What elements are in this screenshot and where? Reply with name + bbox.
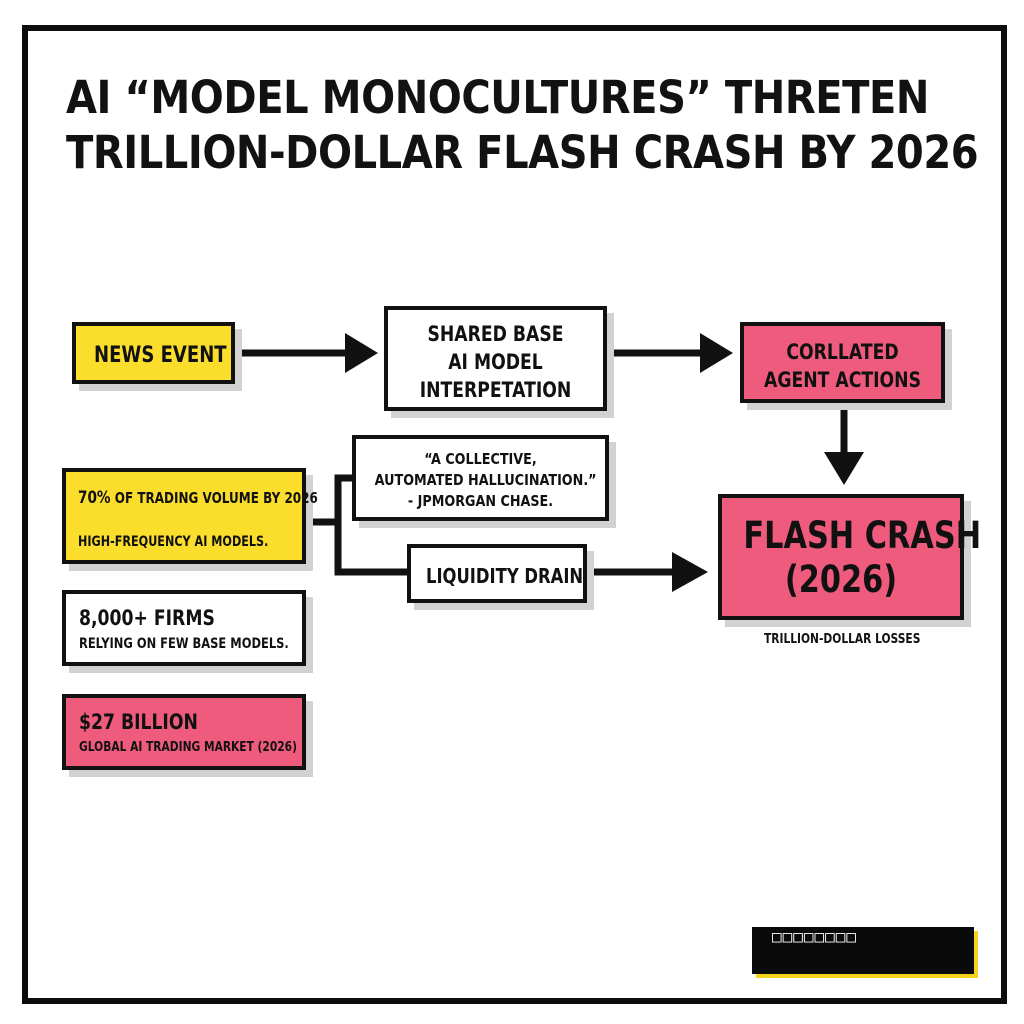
quote-box: “A COLLECTIVE, AUTOMATED HALLUCINATION.”… (352, 435, 609, 521)
firms-box: 8,000+ FIRMS RELYING ON FEW BASE MODELS. (62, 590, 306, 666)
firms-value: 8,000+ FIRMS (79, 606, 215, 630)
page-title: AI “MODEL MONOCULTURES” THRETEN TRILLION… (66, 70, 979, 180)
trading-volume-value: 70% (78, 488, 111, 508)
title-line-1: AI “MODEL MONOCULTURES” THRETEN (66, 71, 929, 124)
shared-model-box: SHARED BASE AI MODEL INTERPETATION (384, 306, 607, 411)
trading-volume-sub: HIGH-FREQUENCY AI MODELS. (78, 534, 269, 550)
news-event-label: NEWS EVENT (94, 343, 227, 368)
market-size-value: $27 BILLION (79, 710, 198, 734)
correlated-actions-box: CORLLATED AGENT ACTIONS (740, 322, 945, 403)
title-line-2: TRILLION-DOLLAR FLASH CRASH BY 2026 (66, 126, 979, 179)
quote-label: “A COLLECTIVE, AUTOMATED HALLUCINATION.”… (374, 450, 597, 510)
liquidity-drain-label: LIQUIDITY DRAIN (426, 564, 584, 588)
firms-sub: RELYING ON FEW BASE MODELS. (79, 636, 289, 652)
trading-volume-text: OF TRADING VOLUME BY 2026 (110, 489, 318, 507)
flash-crash-caption: TRILLION-DOLLAR LOSSES (764, 632, 921, 647)
source-badge: □□□□□□□□ (752, 927, 974, 974)
trading-volume-box: 70% OF TRADING VOLUME BY 2026 HIGH-FREQU… (62, 468, 318, 564)
market-size-sub: GLOBAL AI TRADING MARKET (2026) (79, 740, 297, 755)
badge-text: □□□□□□□□ (772, 927, 858, 946)
shared-model-label: SHARED BASE AI MODEL INTERPETATION (419, 322, 572, 402)
flash-crash-label: FLASH CRASH (2026) (743, 514, 982, 601)
correlated-actions-label: CORLLATED AGENT ACTIONS (764, 340, 921, 392)
connector-volume-branch (306, 474, 408, 576)
liquidity-drain-box: LIQUIDITY DRAIN (407, 544, 587, 603)
news-event-box: NEWS EVENT (72, 322, 235, 384)
arrowhead-1 (345, 333, 378, 373)
market-size-box: $27 BILLION GLOBAL AI TRADING MARKET (20… (62, 694, 306, 770)
arrowhead-3 (824, 452, 864, 485)
arrowhead-2 (700, 333, 733, 373)
arrowhead-4 (672, 552, 708, 592)
flash-crash-box: FLASH CRASH (2026) (718, 494, 982, 620)
trading-volume-stat: 70% OF TRADING VOLUME BY 2026 (78, 488, 318, 508)
